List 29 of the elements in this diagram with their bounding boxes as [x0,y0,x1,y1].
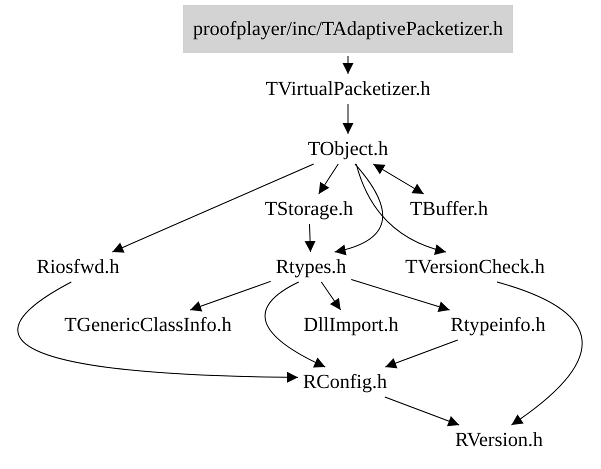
arrow [496,282,582,426]
file-label: Rtypeinfo.h [448,313,548,337]
arrow [112,164,314,253]
arrow [320,282,342,310]
arrow [384,340,458,368]
file-label: Riosfwd.h [34,255,122,279]
file-label: RVersion.h [453,428,545,452]
file-label: TStorage.h [262,197,356,221]
arrow [318,164,339,194]
arrow [190,280,272,312]
file-label: DllImport.h [302,313,400,337]
arrow [334,164,384,255]
file-label: TGenericClassInfo.h [62,313,234,337]
arrow [264,282,326,368]
arrow [304,224,316,252]
arrow [350,279,450,312]
file-label: TVirtualPacketizer.h [264,77,432,101]
arrow [342,56,354,74]
file-label: TVersionCheck.h [403,255,547,279]
arrow [372,164,424,194]
arrow [18,282,299,383]
file-label: Rtypes.h [274,255,348,279]
arrow [356,164,446,254]
file-label: TBuffer.h [408,197,490,221]
arrow [384,396,460,426]
arrow [342,104,354,134]
file-label: TObject.h [306,137,390,161]
file-label: RConfig.h [301,370,389,394]
file-box: proofplayer/inc/TAdaptivePacketizer.h [183,5,513,53]
